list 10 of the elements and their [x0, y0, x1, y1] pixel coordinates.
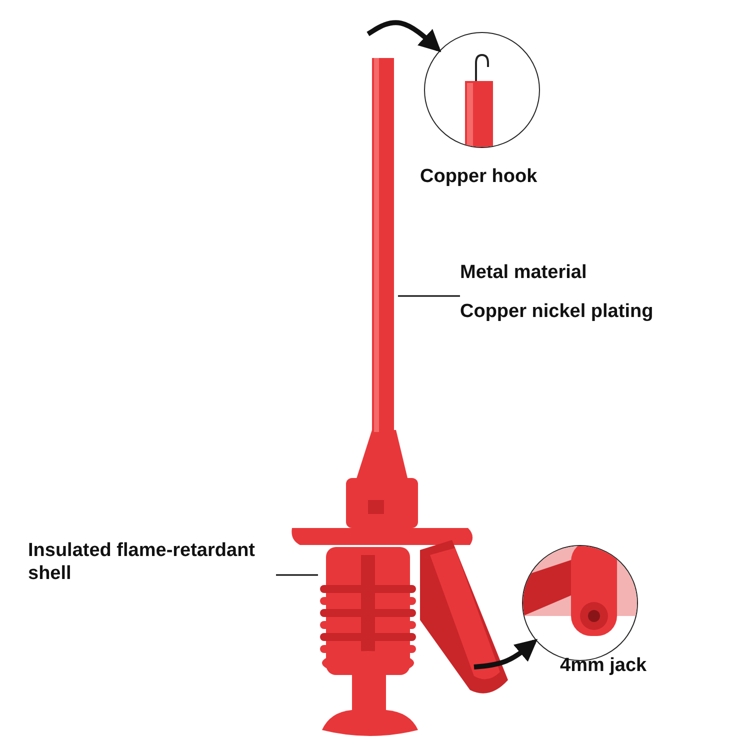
part-label: Copper hook [420, 166, 538, 188]
part-label: 4mm jack [560, 655, 647, 677]
leader-line [276, 574, 318, 576]
feature-label: Copper nickel plating [460, 300, 654, 324]
feature-label: Metal material [460, 262, 588, 285]
arrow [474, 638, 538, 670]
leader-line [398, 295, 460, 297]
insulated-shell [318, 547, 418, 675]
arrow [366, 20, 442, 52]
feature-label: Insulated flame-retardant shell [28, 540, 256, 586]
